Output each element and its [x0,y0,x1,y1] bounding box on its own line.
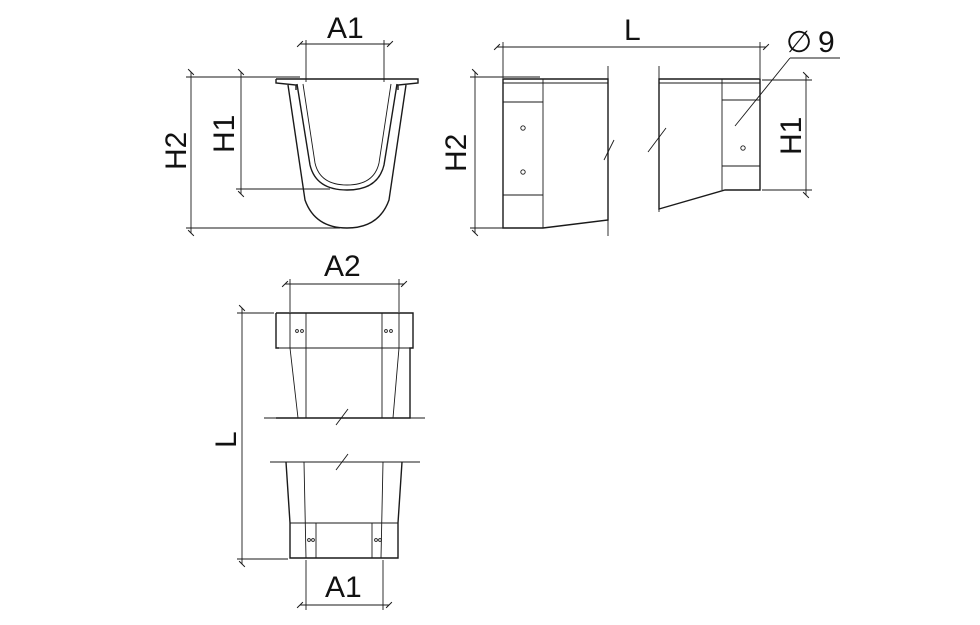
cross-section-view: A1 H1 H2 [160,12,419,237]
a1-top-label: A1 [327,12,364,45]
h2-side-label: H2 [440,134,473,172]
h2-front-label: H2 [160,132,193,170]
diameter-value-label: 9 [818,26,835,59]
plan-view: A2 A1 L [210,250,425,610]
side-view: L ∅ 9 H2 H1 [440,14,840,237]
h1-side-label: H1 [775,117,808,155]
a1-bottom-label: A1 [325,571,362,604]
a2-label: A2 [324,250,361,283]
l-plan-label: L [210,431,243,448]
l-side-label: L [624,14,641,47]
diameter-symbol: ∅ [786,26,812,59]
h1-front-label: H1 [208,115,241,153]
